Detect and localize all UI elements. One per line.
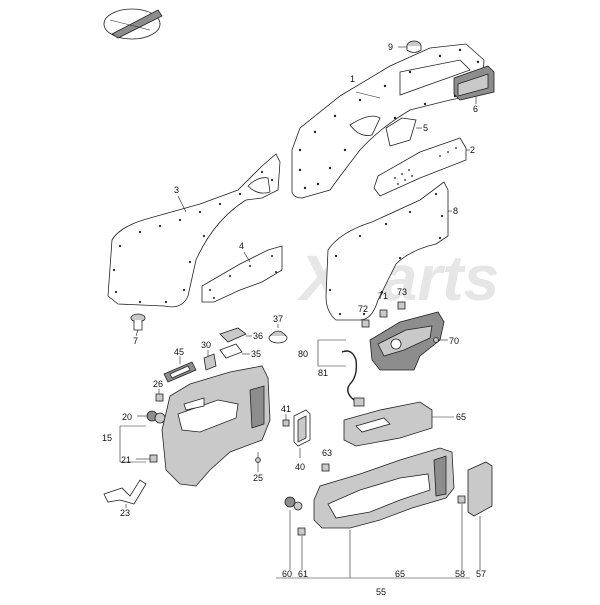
callout-60: 60	[282, 569, 292, 579]
callout-26: 26	[153, 379, 163, 389]
part-65-lower-trim-panel	[313, 447, 455, 529]
callout-73: 73	[397, 287, 407, 297]
part-4-small-panel	[201, 245, 283, 303]
callout-2: 2	[470, 145, 475, 155]
callout-72: 72	[358, 304, 368, 314]
callout-58: 58	[455, 569, 465, 579]
callout-37: 37	[273, 314, 283, 324]
callout-55: 55	[376, 587, 386, 597]
callout-40: 40	[295, 462, 305, 472]
callout-20: 20	[122, 412, 132, 422]
callout-63: 63	[322, 448, 332, 458]
callout-35: 35	[251, 349, 261, 359]
callout-41: 41	[281, 404, 291, 414]
callout-45: 45	[174, 347, 184, 357]
callout-30: 30	[201, 340, 211, 350]
callout-25: 25	[253, 473, 263, 483]
part-72-clip	[361, 319, 370, 328]
callout-7: 7	[133, 336, 138, 346]
part-15-left-trim-panel	[161, 365, 271, 487]
callout-65-upper: 65	[456, 412, 466, 422]
callout-81: 81	[318, 368, 328, 378]
part-3-large-side-panel	[107, 153, 281, 308]
part-58-clip	[457, 495, 466, 504]
callout-65-lower: 65	[395, 569, 405, 579]
leader-lines	[119, 339, 481, 579]
part-20-grommet	[137, 410, 166, 424]
part-65-upper-trim	[343, 401, 454, 447]
part-30-bracket	[203, 350, 217, 371]
callout-36: 36	[253, 331, 263, 341]
part-71-clip	[379, 309, 388, 318]
part-41-clip	[282, 414, 290, 427]
part-61-clip	[297, 527, 306, 536]
callout-6: 6	[473, 104, 478, 114]
callout-5: 5	[423, 123, 428, 133]
part-81-cable	[341, 350, 365, 407]
part-37-dome-cap	[268, 324, 288, 344]
part-2-insulation-strip	[373, 137, 470, 197]
part-70-screw	[433, 337, 448, 343]
diagram-logo-icon	[103, 8, 163, 40]
part-9-cap	[398, 40, 422, 53]
part-7-clip	[130, 313, 146, 337]
callout-80: 80	[298, 349, 308, 359]
part-1-upper-panel	[291, 43, 485, 199]
part-45-gasket	[163, 356, 197, 383]
part-60-grommet	[284, 496, 303, 511]
part-21-clip	[136, 454, 158, 463]
callout-3: 3	[174, 185, 179, 195]
part-36-cover	[219, 327, 252, 343]
part-5-pad	[385, 117, 422, 147]
callout-21: 21	[121, 455, 131, 465]
callout-71: 71	[378, 291, 388, 301]
callout-1: 1	[350, 74, 355, 84]
callout-61: 61	[298, 569, 308, 579]
part-63-clip	[321, 463, 330, 472]
part-80-latch-mechanism	[369, 311, 445, 371]
part-40-cover	[293, 409, 311, 458]
callout-8: 8	[453, 206, 458, 216]
part-57-cover	[467, 461, 493, 517]
callout-57: 57	[476, 569, 486, 579]
part-6-vent-grille	[453, 65, 495, 104]
part-26-clip	[155, 389, 164, 402]
part-73-clip	[397, 301, 406, 310]
callout-9: 9	[388, 42, 393, 52]
callout-23: 23	[120, 508, 130, 518]
callout-70: 70	[449, 336, 459, 346]
callout-labels: 9 1 6 5 2 3 8 4 7 71 73 72 37 36 30 45 3…	[102, 42, 486, 597]
part-8-right-panel	[325, 181, 452, 321]
part-35-lid	[219, 343, 250, 359]
callout-15: 15	[102, 433, 112, 443]
part-23-bracket	[103, 479, 147, 508]
callout-4: 4	[239, 241, 244, 251]
